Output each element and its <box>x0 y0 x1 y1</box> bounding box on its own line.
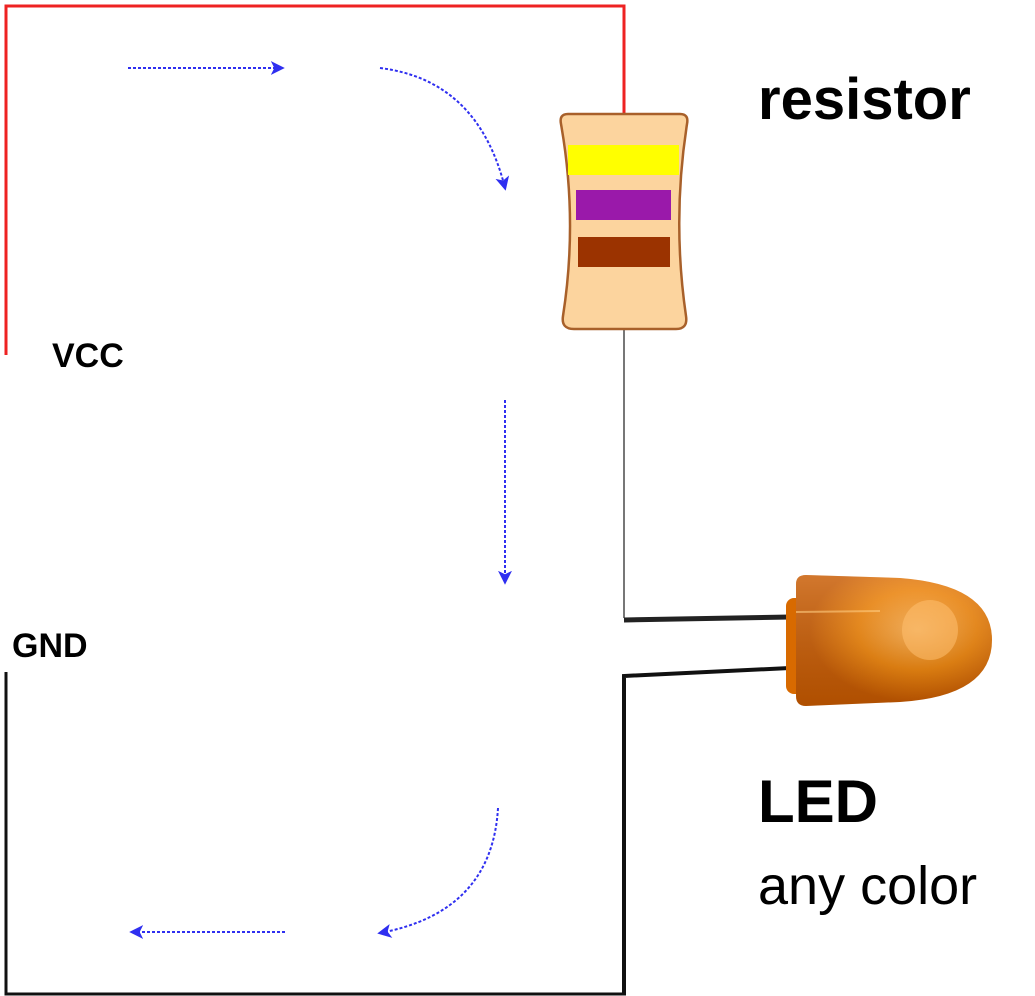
vcc-wire <box>4 4 626 355</box>
resistor-icon <box>559 112 689 331</box>
current-flow-arrows <box>128 61 512 939</box>
resistor-label: resistor <box>758 67 971 132</box>
gnd-wire <box>622 666 791 994</box>
resistor-band-1 <box>568 145 679 175</box>
dotted-arrow-icon <box>379 67 510 191</box>
dotted-arrow-icon <box>377 807 499 938</box>
led-icon <box>786 575 992 706</box>
resistor-band-3 <box>578 237 670 267</box>
led-subtitle: any color <box>758 856 977 916</box>
led-label: LED <box>758 768 878 835</box>
led-top-lead-wire <box>623 614 791 623</box>
gnd-wire-bottom <box>4 672 626 996</box>
gnd-label: GND <box>12 627 88 665</box>
resistor-band-2 <box>576 190 671 220</box>
vcc-label: VCC <box>52 337 124 375</box>
